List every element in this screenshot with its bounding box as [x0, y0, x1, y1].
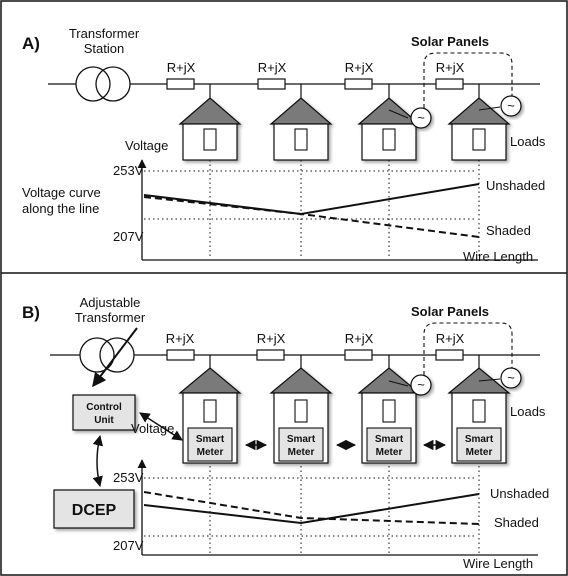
impedance-label: R+jX — [257, 331, 286, 346]
impedance-4: R+jX — [435, 331, 465, 361]
control-unit — [72, 394, 136, 431]
unshaded-curve — [143, 493, 480, 525]
impedance-label: R+jX — [345, 60, 374, 75]
smart-meter-label-2: Meter — [288, 447, 315, 458]
impedance-3: R+jX — [344, 60, 374, 90]
transformer-label: Adjustable — [80, 295, 141, 310]
impedance-1: R+jX — [166, 60, 196, 90]
comm-arrow — [139, 412, 183, 441]
impedance-2: R+jX — [256, 331, 286, 361]
transformer-icon — [75, 66, 131, 102]
transformer-label-2: Transformer — [75, 310, 146, 325]
voltage-axis-label: Voltage — [125, 138, 168, 153]
impedance-4: R+jX — [435, 60, 465, 90]
impedance-1: R+jX — [166, 331, 195, 361]
load-1 — [203, 399, 217, 423]
solar-panels-label: Solar Panels — [411, 34, 489, 49]
transformer-label: Transformer — [69, 26, 140, 41]
panel-b: B) Adjustable Transformer R+jX R+jX R+jX… — [22, 295, 549, 571]
adjustable-transformer-icon — [79, 327, 138, 388]
solar-panels-label: Solar Panels — [411, 304, 489, 319]
load-3 — [382, 399, 396, 423]
smart-meter-label-2: Meter — [376, 447, 403, 458]
house-1-icon — [178, 97, 242, 161]
impedance-2: R+jX — [257, 60, 287, 90]
load-2 — [294, 399, 308, 423]
impedance-3: R+jX — [344, 331, 374, 361]
v-lower-label: 207V — [113, 229, 144, 244]
solar-panels-bracket — [423, 322, 513, 375]
v-upper-label: 253V — [113, 470, 144, 485]
impedance-label: R+jX — [166, 331, 195, 346]
solar-generator-1-icon — [410, 374, 432, 396]
comm-arrow — [92, 434, 103, 488]
load-2 — [294, 128, 308, 151]
smart-meter-label-2: Meter — [197, 447, 224, 458]
shaded-label: Shaded — [486, 223, 531, 238]
smart-meter-label: Smart — [375, 434, 404, 445]
smart-meter-label-2: Meter — [466, 447, 493, 458]
panel-b-letter: B) — [22, 303, 40, 322]
v-lower-label: 207V — [113, 538, 144, 553]
loads-label: Loads — [510, 134, 546, 149]
solar-generator-1-icon — [410, 107, 432, 129]
dcep-label: DCEP — [72, 502, 117, 519]
impedance-label: R+jX — [258, 60, 287, 75]
control-unit-label-2: Unit — [94, 415, 114, 426]
control-unit-label: Control — [86, 402, 122, 413]
impedance-label: R+jX — [345, 331, 374, 346]
transformer-label-2: Station — [84, 41, 124, 56]
load-3 — [382, 128, 396, 151]
generator-symbol: ~ — [417, 110, 425, 125]
load-4 — [472, 128, 486, 151]
shaded-curve — [143, 196, 480, 238]
solar-generator-2-icon — [500, 95, 522, 117]
load-4 — [472, 399, 486, 423]
smart-meter-1: Smart Meter — [187, 427, 233, 462]
smart-meter-label: Smart — [196, 434, 225, 445]
unshaded-label: Unshaded — [490, 486, 549, 501]
smart-meter-label: Smart — [287, 434, 316, 445]
dcep-box — [53, 489, 135, 529]
smart-meter-2: Smart Meter — [278, 427, 324, 462]
unshaded-label: Unshaded — [486, 178, 545, 193]
voltage-axis-label: Voltage — [131, 421, 174, 436]
load-1 — [203, 128, 217, 151]
solar-panels-bracket — [423, 52, 513, 108]
loads-label: Loads — [510, 404, 546, 419]
impedance-label: R+jX — [436, 60, 465, 75]
panel-a-letter: A) — [22, 34, 40, 53]
curve-label: Voltage curve — [22, 185, 101, 200]
unshaded-curve — [143, 183, 480, 216]
x-axis-label: Wire Length — [463, 249, 533, 264]
shaded-curve — [143, 491, 480, 525]
solar-generator-2-icon — [500, 367, 522, 389]
impedance-label: R+jX — [167, 60, 196, 75]
smart-meter-4: Smart Meter — [456, 427, 502, 462]
curve-label-2: along the line — [22, 201, 99, 216]
impedance-label: R+jX — [436, 331, 465, 346]
v-upper-label: 253V — [113, 163, 144, 178]
generator-symbol: ~ — [417, 377, 425, 392]
smart-meter-label: Smart — [465, 434, 494, 445]
smart-meter-3: Smart Meter — [366, 427, 412, 462]
shaded-label: Shaded — [494, 515, 539, 530]
generator-symbol: ~ — [507, 98, 515, 113]
x-axis-label: Wire Length — [463, 556, 533, 571]
generator-symbol: ~ — [507, 370, 515, 385]
panel-a: A) Transformer Station R+jX R+jX R+jX R+… — [22, 26, 546, 264]
